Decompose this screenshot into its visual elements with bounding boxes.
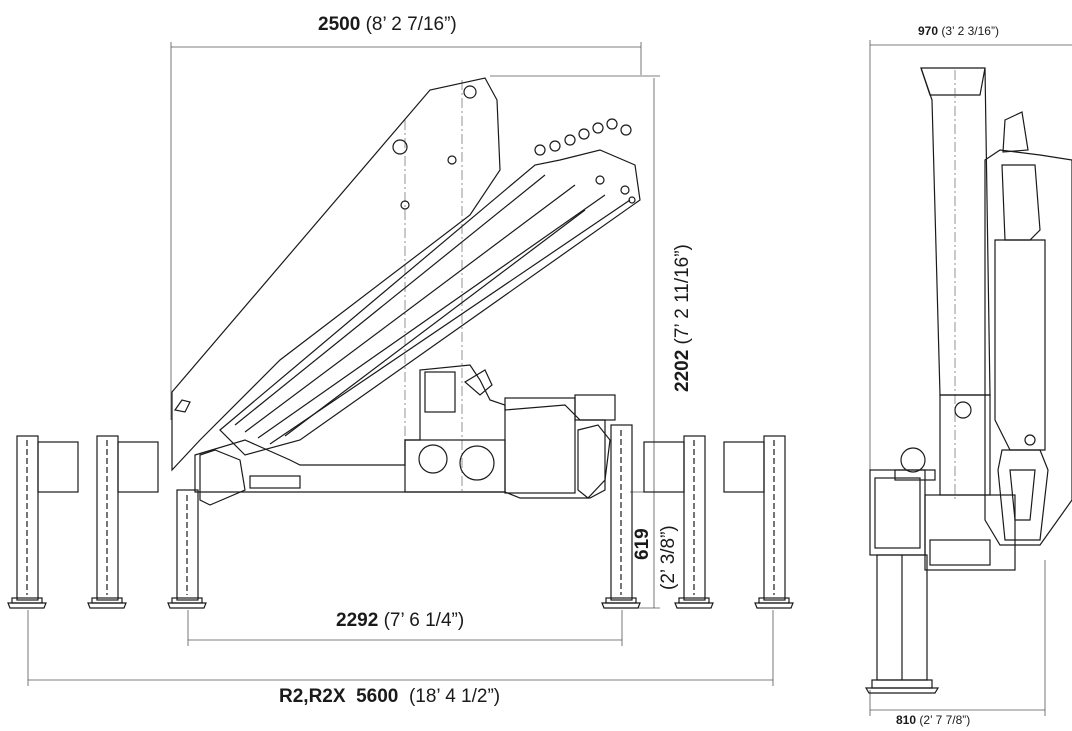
telescopic-boom bbox=[219, 118, 641, 456]
dimension-lines bbox=[27, 42, 774, 686]
dim-overall-width: 2500 (8’ 2 7/16”) bbox=[318, 14, 457, 36]
stabilizer-leg-right-inner bbox=[601, 424, 641, 609]
dim-extended-span-model: R2,R2X bbox=[279, 686, 346, 707]
dim-extended-span-value: 5600 bbox=[356, 686, 399, 707]
dim-extended-span-imperial: (18’ 4 1/2”) bbox=[408, 686, 501, 707]
dim-base-height: 619 bbox=[632, 528, 654, 560]
dim-overall-width-value: 2500 bbox=[318, 14, 361, 35]
front-dimension-lines bbox=[869, 40, 1072, 716]
dim-front-base-width: 810 (2’ 7 7/8”) bbox=[896, 713, 970, 727]
front-stabilizer-leg bbox=[864, 469, 940, 694]
stabilizer-leg-left-inner bbox=[167, 489, 207, 609]
dim-front-base-width-imperial: (2’ 7 7/8”) bbox=[919, 713, 971, 727]
dim-height-value: 2202 bbox=[672, 349, 693, 392]
dim-height: 2202 (7’ 2 11/16”) bbox=[672, 244, 694, 392]
dim-front-top-width-value: 970 bbox=[918, 24, 939, 38]
dim-front-base-width-value: 810 bbox=[896, 713, 917, 727]
stabilizer-leg-right-outer bbox=[723, 435, 794, 609]
crane-base bbox=[194, 364, 616, 506]
dim-height-imperial: (7’ 2 11/16”) bbox=[672, 244, 693, 345]
stabilizer-leg-left-mid bbox=[87, 435, 159, 609]
front-view bbox=[864, 40, 1072, 716]
dim-base-height-imperial: (2’ 3/8”) bbox=[658, 525, 679, 590]
dim-stabilizer-span: 2292 (7’ 6 1/4”) bbox=[336, 610, 464, 632]
dim-overall-width-imperial: (8’ 2 7/16”) bbox=[365, 14, 457, 35]
center-lines bbox=[404, 80, 463, 492]
dim-base-height-imperial-box: (2’ 3/8”) bbox=[658, 525, 680, 590]
dim-front-top-width: 970 (3’ 2 3/16”) bbox=[918, 24, 999, 38]
stabilizer-leg-right-mid bbox=[643, 435, 714, 609]
front-boom-column bbox=[920, 67, 991, 500]
stabilizer-leg-left-outer bbox=[7, 435, 79, 609]
dim-stabilizer-span-value: 2292 bbox=[336, 610, 379, 631]
boom-arm bbox=[171, 77, 501, 472]
front-telescopic-section bbox=[984, 111, 1072, 546]
dim-stabilizer-span-imperial: (7’ 6 1/4”) bbox=[383, 610, 465, 631]
dim-base-height-value: 619 bbox=[632, 528, 653, 560]
dim-extended-span: R2,R2X 5600 (18’ 4 1/2”) bbox=[279, 686, 500, 708]
side-view bbox=[7, 42, 794, 686]
dim-front-top-width-imperial: (3’ 2 3/16”) bbox=[941, 24, 999, 38]
